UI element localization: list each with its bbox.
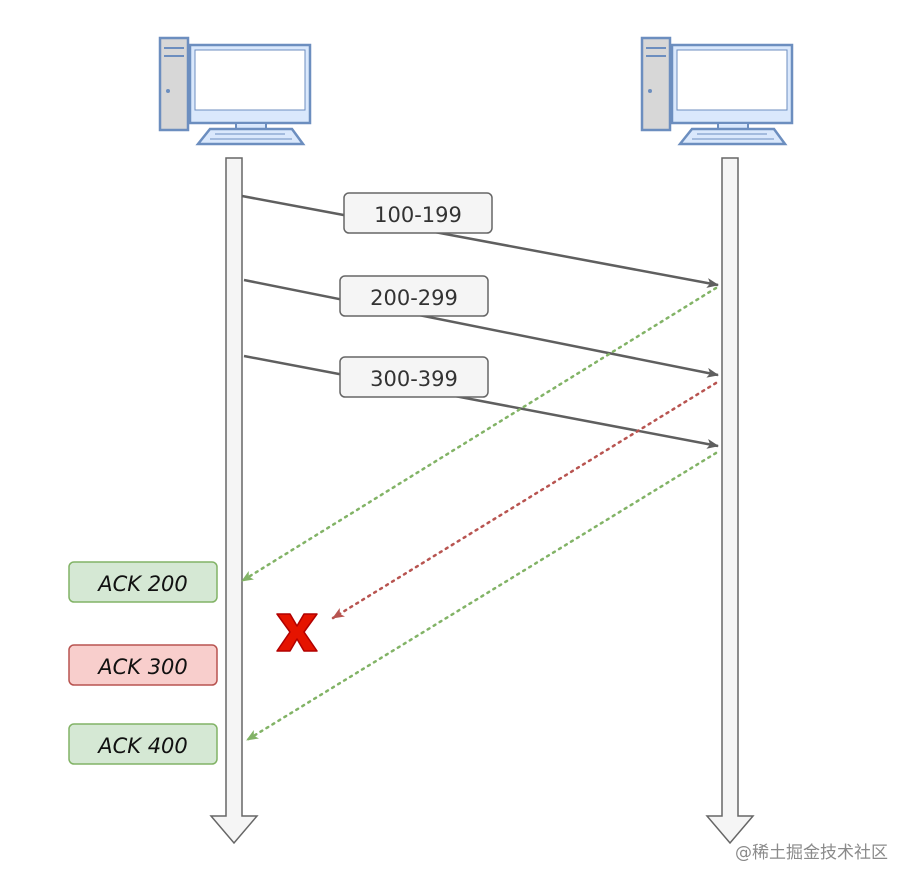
ack-label-400: ACK 400 (68, 723, 218, 765)
ack-arrow-300-lost (331, 381, 718, 620)
sender-computer-icon (158, 36, 312, 146)
ack-label-300: ACK 300 (68, 644, 218, 686)
sender-timeline (209, 157, 259, 845)
segment-label-text: 300-399 (370, 367, 458, 391)
segment-label-1: 100-199 (343, 192, 493, 234)
watermark: @稀土掘金技术社区 (735, 843, 888, 863)
receiver-timeline (705, 157, 755, 845)
ack-arrow-400 (245, 451, 718, 742)
ack-label-text: ACK 200 (96, 572, 188, 596)
segment-label-text: 100-199 (374, 203, 462, 227)
ack-label-200: ACK 200 (68, 561, 218, 603)
segment-label-2: 200-299 (339, 275, 489, 317)
receiver-computer-icon (640, 36, 794, 146)
ack-label-text: ACK 300 (96, 655, 188, 679)
segment-arrow (243, 278, 719, 378)
ack-arrow-200 (240, 286, 718, 583)
x-mark-icon (276, 613, 318, 652)
ack-label-text: ACK 400 (96, 734, 188, 758)
segment-arrow (241, 194, 719, 288)
segment-label-text: 200-299 (370, 286, 458, 310)
segment-label-3: 300-399 (339, 356, 489, 398)
